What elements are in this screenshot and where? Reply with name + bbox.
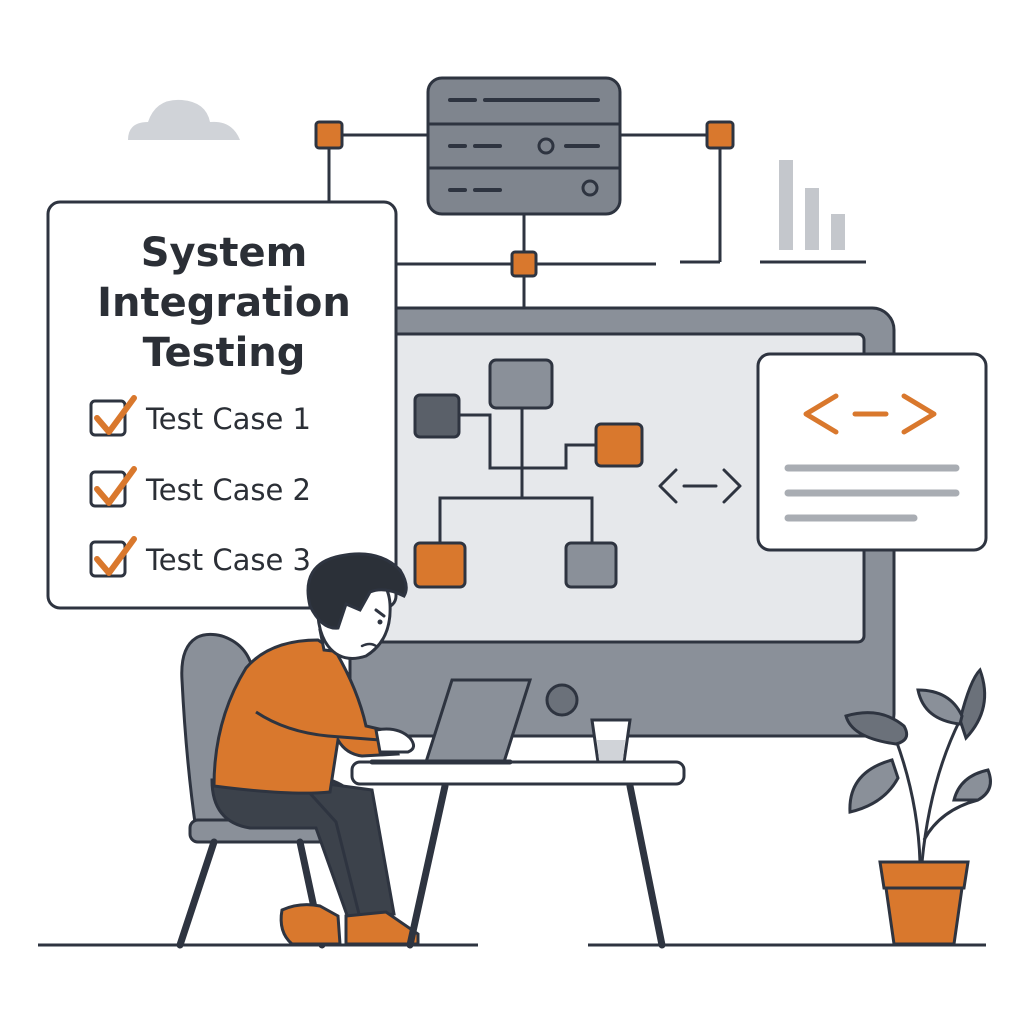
- connector-node: [510, 250, 538, 278]
- hair: [306, 552, 408, 630]
- checkbox-icon: [89, 540, 127, 578]
- plant-icon: [844, 667, 992, 946]
- check-mark-icon: [94, 466, 137, 506]
- desk: [350, 760, 686, 949]
- checklist-item: Test Case 3: [89, 536, 311, 578]
- checklist-item: Test Case 1: [89, 395, 311, 437]
- checklist-item: Test Case 2: [89, 466, 311, 508]
- bar-chart-icon: [760, 160, 866, 264]
- exchange-arrows-icon: [658, 468, 742, 504]
- test-panel: System Integration Testing Test Case 1 T…: [46, 200, 398, 610]
- diagram-node: [594, 422, 644, 468]
- checklist-label: Test Case 3: [145, 543, 311, 577]
- flow-diagram: [438, 408, 596, 543]
- code-card: [756, 352, 988, 552]
- person-legs: [210, 776, 420, 946]
- panel-title-line: Integration: [97, 280, 351, 326]
- diagram-node: [488, 358, 554, 410]
- check-mark-icon: [94, 536, 137, 576]
- cup-icon: [590, 718, 632, 764]
- shoe: [344, 910, 420, 946]
- diagram-node: [413, 541, 467, 589]
- hand: [374, 727, 415, 754]
- code-brackets-icon: [803, 393, 937, 435]
- checklist-label: Test Case 2: [145, 473, 311, 507]
- checkbox-icon: [89, 470, 127, 508]
- diagram-node: [564, 541, 618, 589]
- laptop: [369, 678, 533, 765]
- checkbox-icon: [89, 399, 127, 437]
- checklist-label: Test Case 1: [145, 402, 311, 436]
- connector-node: [314, 120, 344, 150]
- panel-title-line: System: [141, 230, 308, 276]
- connector-node: [705, 120, 735, 150]
- person: [212, 552, 415, 795]
- server-icon: [426, 76, 622, 216]
- panel-title-line: Testing: [143, 330, 306, 376]
- cloud-icon: [128, 99, 240, 140]
- diagram-node: [413, 393, 461, 439]
- check-mark-icon: [94, 395, 137, 435]
- shoe: [279, 903, 342, 946]
